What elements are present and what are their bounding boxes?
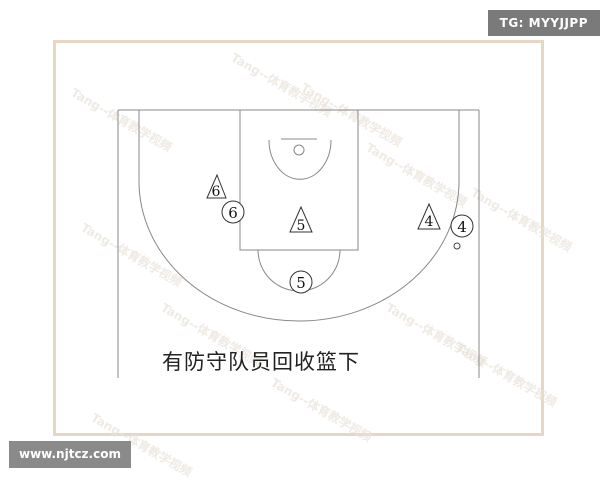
rim bbox=[293, 144, 305, 156]
defender-5-marker: 5 bbox=[289, 205, 313, 234]
watermark-text: Tang--体育教学视频 bbox=[364, 140, 470, 210]
telegram-badge: TG: MYYJJPP bbox=[487, 10, 600, 36]
ball-icon bbox=[453, 242, 461, 250]
players-layer: 6 6 5 5 4 4 bbox=[206, 173, 474, 294]
defender-4-marker: 4 bbox=[417, 202, 441, 230]
three-point-arc bbox=[138, 180, 460, 322]
defender-6-label: 6 bbox=[212, 184, 221, 200]
website-badge: www.njtcz.com bbox=[9, 441, 131, 468]
diagram-frame bbox=[53, 40, 544, 436]
court-lines bbox=[117, 109, 480, 378]
watermark-text: Tang--体育教学视频 bbox=[229, 50, 335, 120]
defender-6-marker: 6 bbox=[206, 173, 227, 200]
defender-5-label: 5 bbox=[297, 218, 306, 234]
key-lane bbox=[239, 109, 359, 251]
watermark-text: Tang--体育教学视频 bbox=[269, 375, 375, 445]
attacker-5-marker: 5 bbox=[289, 270, 313, 294]
attacker-6-label: 6 bbox=[228, 204, 238, 222]
watermark-text: Tang--体育教学视频 bbox=[454, 340, 560, 410]
diagram-caption: 有防守队员回收篮下 bbox=[162, 350, 360, 374]
attacker-4-marker: 4 bbox=[450, 214, 474, 238]
watermark-text: Tang--体育教学视频 bbox=[79, 220, 185, 290]
watermark-layer: Tang--体育教学视频 Tang--体育教学视频 Tang--体育教学视频 T… bbox=[69, 50, 575, 480]
restricted-arc bbox=[268, 139, 332, 180]
attacker-4-label: 4 bbox=[457, 218, 467, 236]
defender-4-label: 4 bbox=[425, 214, 434, 230]
watermark-text: Tang--体育教学视频 bbox=[469, 185, 575, 255]
attacker-6-marker: 6 bbox=[221, 200, 245, 224]
watermark-text: Tang--体育教学视频 bbox=[69, 85, 175, 155]
attacker-5-label: 5 bbox=[296, 274, 306, 292]
